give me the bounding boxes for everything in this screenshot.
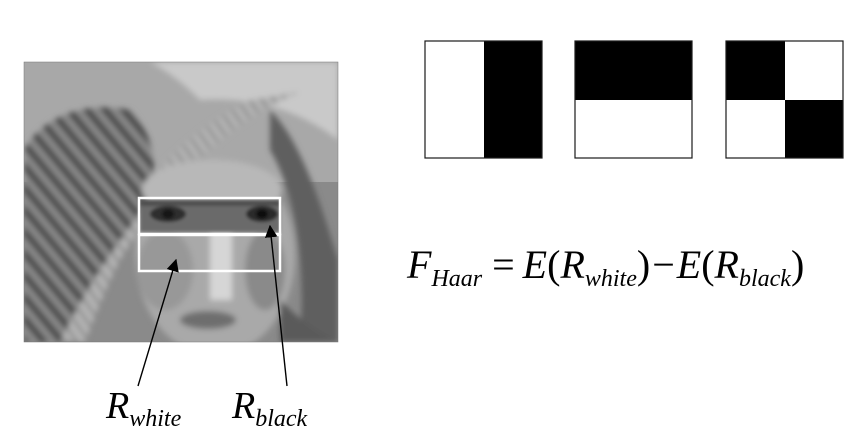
- arrow-r-white: [137, 258, 179, 387]
- face-photo: [24, 62, 338, 342]
- feature3-frame: [725, 40, 844, 159]
- feature1-white-cell: [425, 41, 484, 158]
- arrow-r-black: [264, 224, 288, 387]
- feature2-frame: [574, 40, 693, 159]
- feature2-black-cell: [575, 41, 692, 100]
- haar-feature-horizontal-edge: [574, 40, 693, 159]
- feature3-white-cell-bl: [726, 100, 785, 158]
- haar-feature-checkerboard: [725, 40, 844, 159]
- feature3-black-cell-tl: [726, 41, 785, 100]
- feature3-black-cell-br: [785, 100, 843, 158]
- feature1-frame: [424, 40, 543, 159]
- feature3-white-cell-tr: [785, 41, 843, 100]
- white-region-box: [137, 233, 282, 273]
- label-r-white: Rwhite: [105, 385, 182, 432]
- feature1-black-cell: [484, 41, 542, 158]
- haar-feature-vertical-edge: [424, 40, 543, 159]
- label-r-black: Rblack: [231, 385, 308, 432]
- photo-highlight-boxes: [137, 196, 282, 273]
- haar-formula: FHaar=E(Rwhite)−E(Rblack): [406, 242, 804, 292]
- photo-border: [23, 61, 339, 343]
- feature2-white-cell: [575, 100, 692, 158]
